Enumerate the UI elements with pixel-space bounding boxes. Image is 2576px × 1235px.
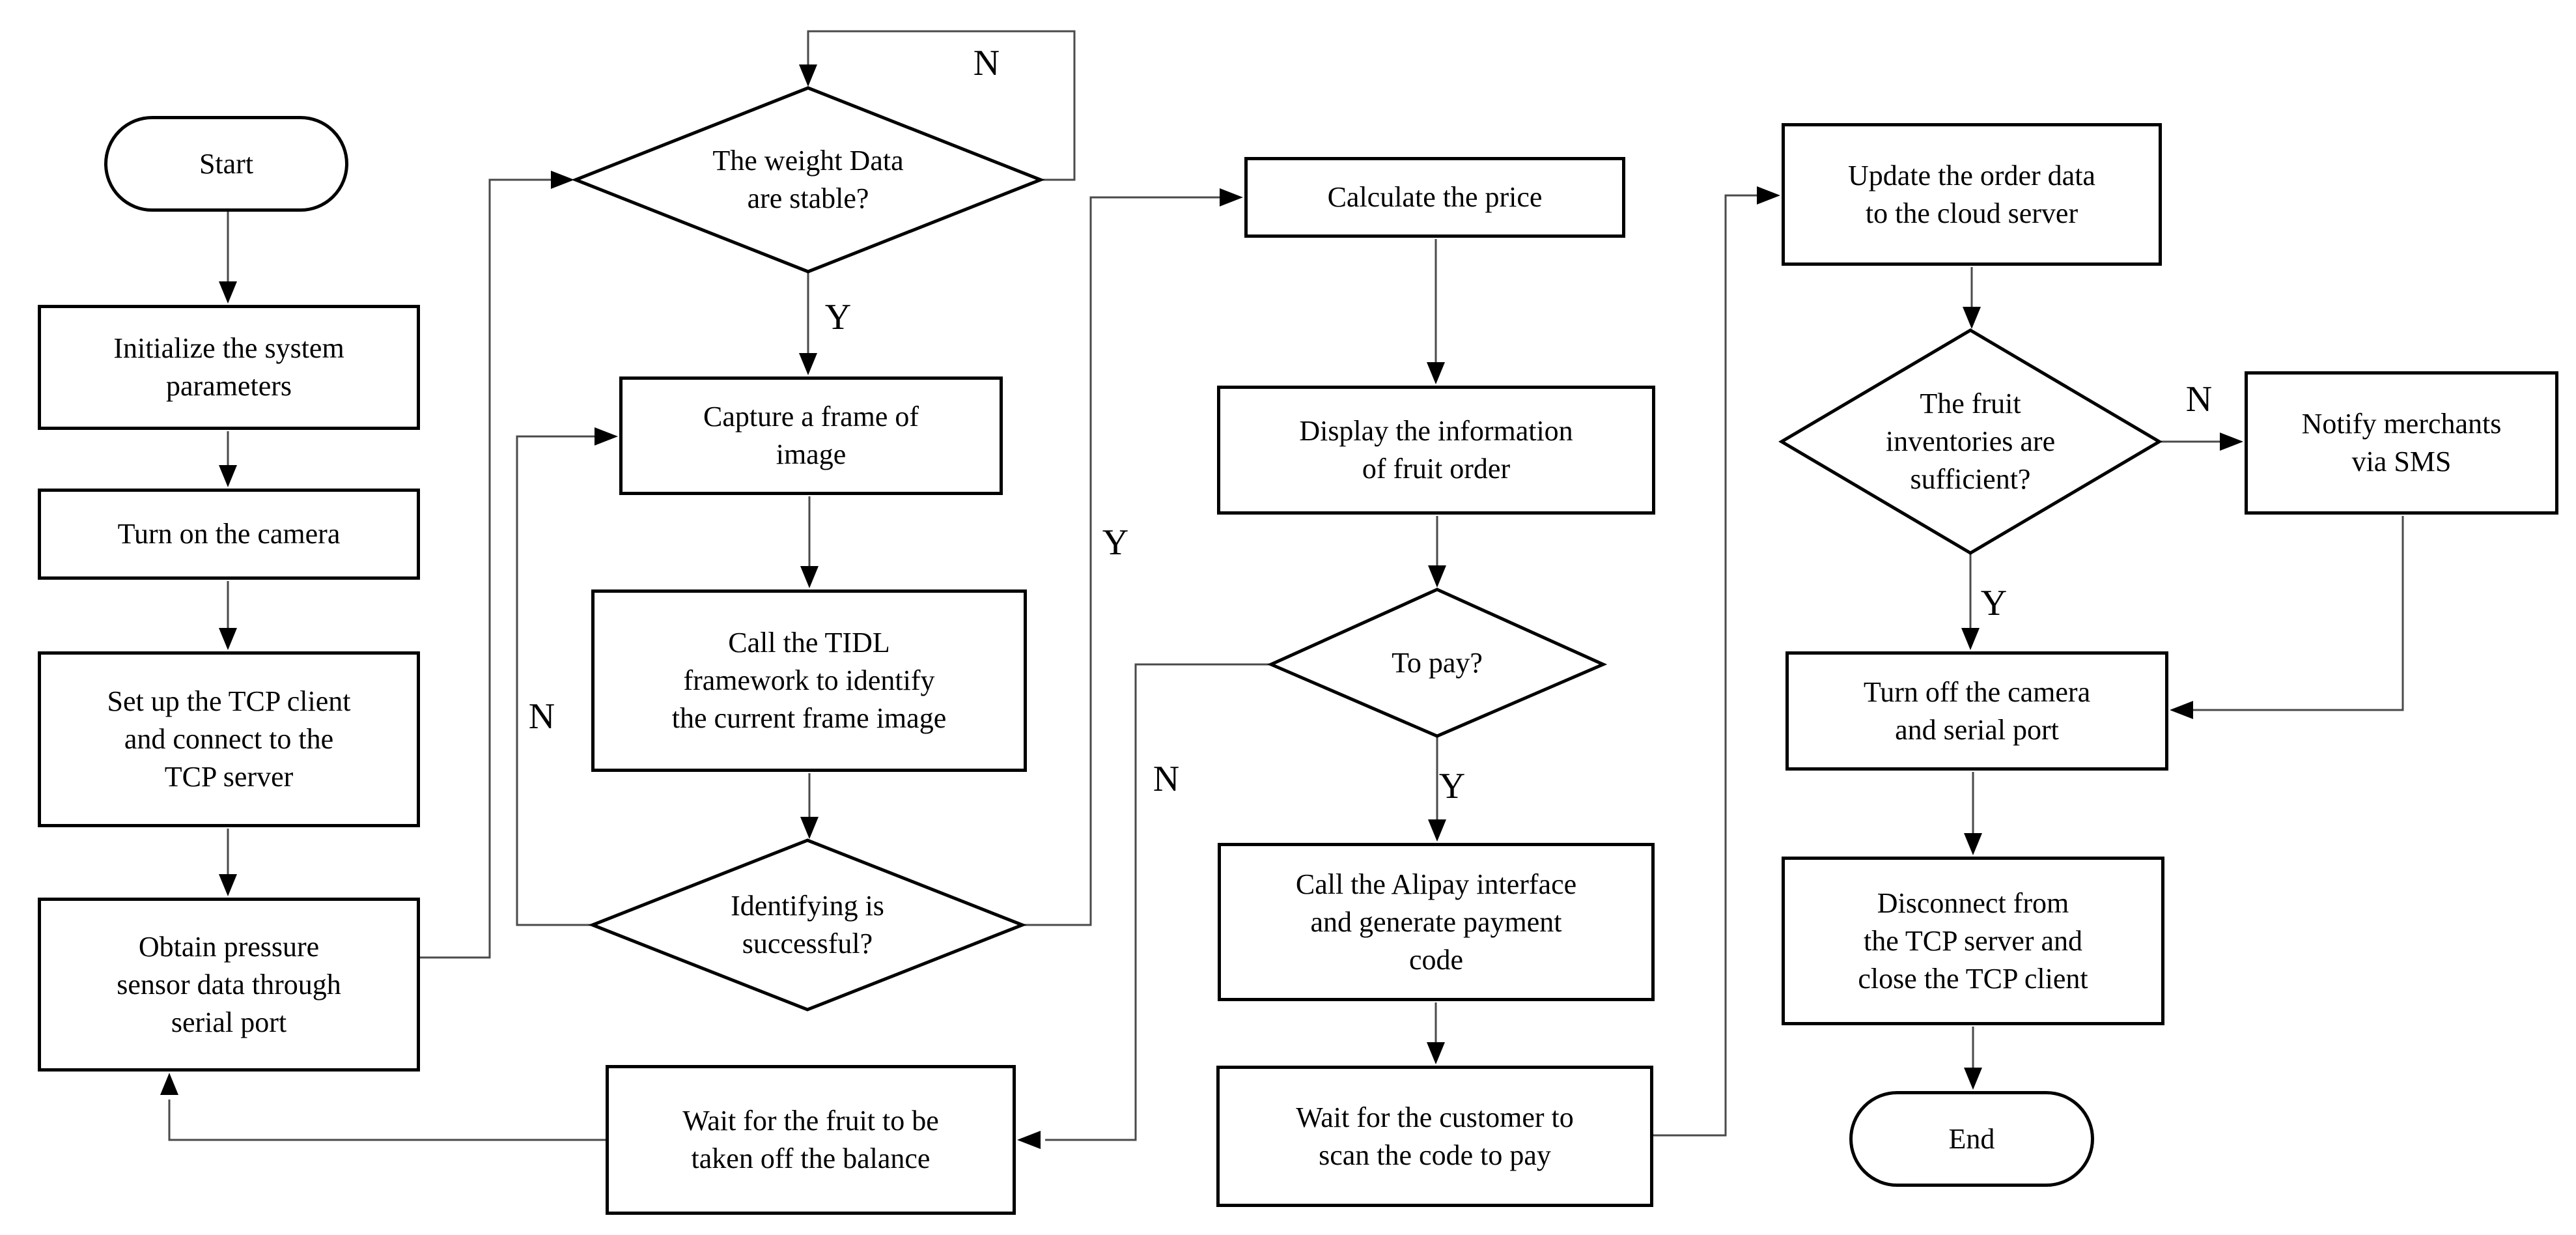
edge-identify-no-capture [516, 435, 599, 926]
node-notify-sms [2245, 371, 2558, 515]
edge-weight-no-loop [807, 30, 1076, 181]
node-update-cloud [1782, 123, 2162, 266]
edge-topay-no-waitfruit [1045, 663, 1271, 1141]
arrow-into-inventory [1963, 307, 1981, 329]
arrow-into-display [1427, 362, 1445, 384]
arrow-into-tcp [219, 628, 237, 650]
decision-to-pay [1267, 588, 1608, 738]
arrow-into-weight-left [551, 171, 574, 189]
node-alipay [1218, 843, 1655, 1001]
arrow-into-disconnect [1964, 833, 1982, 855]
arrow-into-turnoff-top [1961, 628, 1980, 650]
node-capture-frame [619, 376, 1003, 495]
node-wait-fruit [606, 1065, 1016, 1215]
arrow-into-update [1757, 186, 1780, 205]
node-disconnect [1782, 857, 2164, 1025]
arrow-into-calculate [1220, 188, 1243, 206]
edge-identify-yes-calculate [1022, 196, 1224, 926]
node-display-order [1217, 386, 1655, 515]
arrow-into-tidl [800, 566, 819, 588]
arrow-into-identify [800, 817, 819, 839]
node-calculate-price [1244, 157, 1625, 238]
arrow-into-end [1964, 1068, 1982, 1090]
edge-notify-turnoff [2188, 516, 2404, 711]
arrow-into-obtain-bottom [160, 1073, 178, 1095]
arrow-into-alipay [1428, 819, 1446, 842]
arrow-into-obtain [219, 874, 237, 896]
node-turn-off [1785, 651, 2168, 771]
decision-inventory-sufficient [1778, 328, 2163, 555]
arrow-into-turnoff-right [2170, 701, 2193, 719]
arrow-into-waitcustomer [1427, 1042, 1445, 1064]
arrow-into-capture-left [595, 427, 618, 446]
node-initialize [38, 305, 420, 430]
arrow-into-init [219, 281, 237, 304]
edge-waitfruit-obtain [168, 1100, 606, 1141]
arrow-into-notify [2220, 433, 2243, 451]
arrow-into-weight-top [799, 64, 817, 87]
node-start [104, 116, 348, 212]
edge-waitcustomer-update [1653, 194, 1762, 1137]
edge-obtain-weight [420, 178, 555, 959]
node-tidl [591, 589, 1027, 772]
decision-identify-success [588, 838, 1027, 1012]
arrow-into-capture-top [799, 353, 817, 375]
decision-weight-stable [571, 86, 1045, 274]
arrow-into-waitfruit [1017, 1131, 1041, 1149]
node-end [1849, 1091, 2094, 1187]
node-tcp-setup [38, 651, 420, 827]
node-turn-on-camera [38, 489, 420, 580]
node-wait-customer [1216, 1066, 1653, 1207]
node-obtain-pressure [38, 898, 420, 1072]
arrow-into-topay [1428, 565, 1446, 588]
arrow-into-camera [219, 465, 237, 487]
